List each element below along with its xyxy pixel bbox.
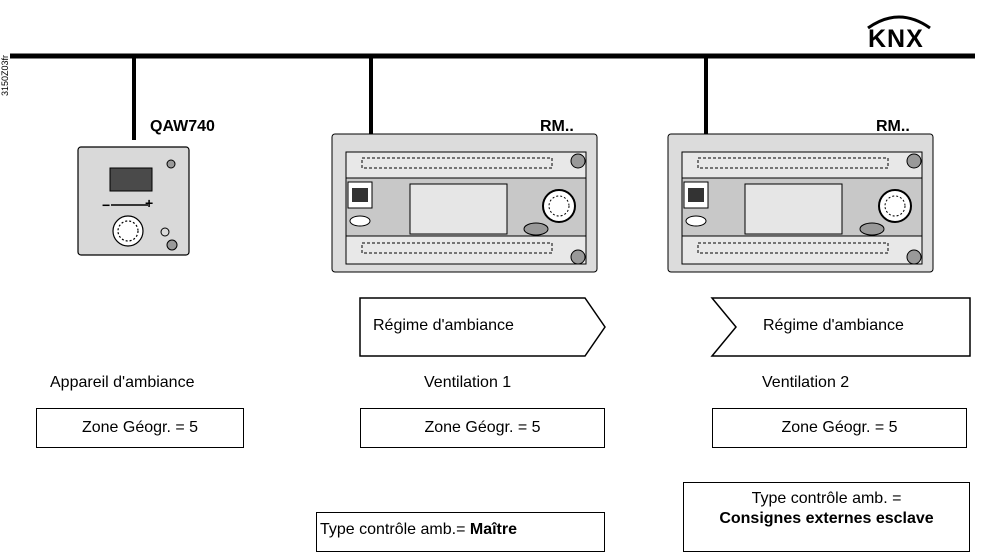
controller2-label: Ventilation 2 [762,374,849,392]
controller2-role: Régime d'ambiance [763,317,904,335]
controller2-device [668,134,933,272]
svg-text:+: + [145,195,153,211]
controller2-model: RM.. [876,118,910,136]
controller1-type-prefix: Type contrôle amb.= [320,521,470,539]
controller2-type-box: Type contrôle amb. = Consignes externes … [683,482,970,552]
room-unit-device: − + [78,147,189,255]
controller1-device [332,134,597,272]
document-id: 3150Z03fr [0,55,10,96]
controller2-zone: Zone Géogr. = 5 [781,419,897,437]
controller1-label: Ventilation 1 [424,374,511,392]
room-unit-zone: Zone Géogr. = 5 [82,419,198,437]
knx-logo: KNX [868,25,924,54]
controller2-zone-box: Zone Géogr. = 5 [712,408,967,448]
controller2-type-value: Consignes externes esclave [719,509,933,529]
svg-text:−: − [102,197,110,213]
room-unit-model: QAW740 [150,118,215,136]
controller1-zone: Zone Géogr. = 5 [424,419,540,437]
controller1-type-value: Maître [470,521,517,539]
controller1-role: Régime d'ambiance [373,317,514,335]
controller1-model: RM.. [540,118,574,136]
controller2-type-line1: Type contrôle amb. = [752,489,902,509]
controller1-type-box: Type contrôle amb.= Maître [316,512,605,552]
room-unit-zone-box: Zone Géogr. = 5 [36,408,244,448]
controller1-zone-box: Zone Géogr. = 5 [360,408,605,448]
room-unit-label: Appareil d'ambiance [50,374,194,392]
